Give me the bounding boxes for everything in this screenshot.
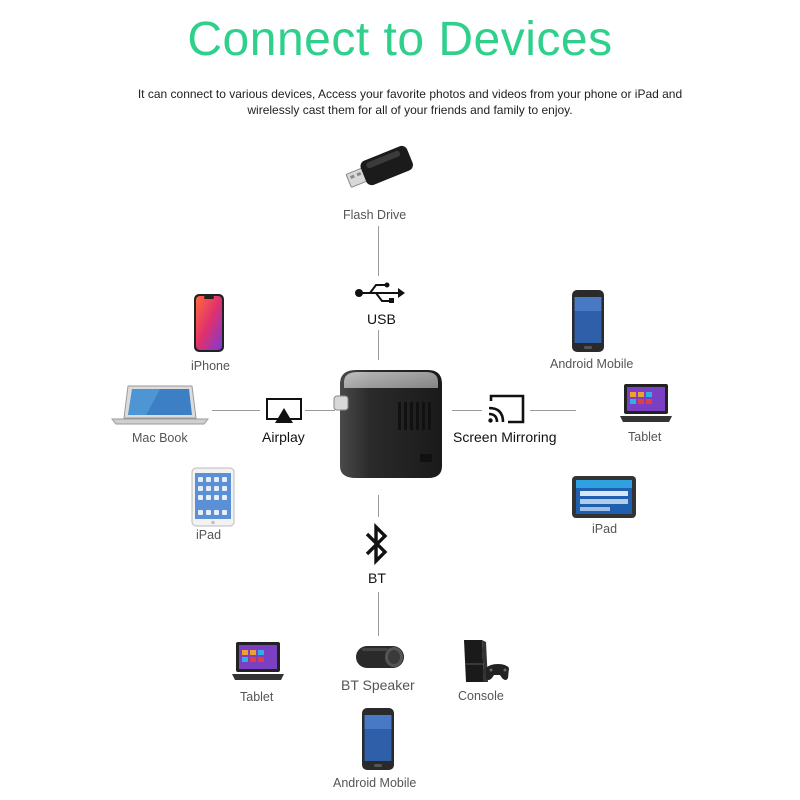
page-subtitle: It can connect to various devices, Acces… <box>120 86 700 118</box>
macbook-label: Mac Book <box>132 431 188 445</box>
usb-icon <box>354 282 406 304</box>
bt-speaker-label: BT Speaker <box>341 677 415 693</box>
subtitle-line-2: wirelessly cast them for all of your fri… <box>247 103 573 117</box>
connector-projector-mirroring <box>452 410 482 411</box>
connector-bt-speaker <box>378 592 379 636</box>
subtitle-line-1: It can connect to various devices, Acces… <box>137 87 683 101</box>
android-right-label: Android Mobile <box>550 357 634 371</box>
android-right-image <box>572 290 604 352</box>
flash-drive-image <box>340 140 416 196</box>
flash-drive-label: Flash Drive <box>343 208 407 222</box>
ipad-right-label: iPad <box>592 522 618 536</box>
console-image <box>460 638 510 688</box>
bt-speaker-image <box>356 644 404 670</box>
iphone-image <box>194 294 224 352</box>
connector-mirroring-tablet <box>530 410 576 411</box>
airplay-icon <box>266 398 302 426</box>
page-title: Connect to Devices <box>187 13 613 66</box>
usb-label: USB <box>367 311 396 327</box>
connector-usb-projector <box>378 330 379 360</box>
tablet-right-label: Tablet <box>628 430 662 444</box>
iphone-label: iPhone <box>191 359 230 373</box>
bluetooth-icon <box>363 522 391 566</box>
connector-flash-usb <box>378 226 379 276</box>
ipad-left-label: iPad <box>196 528 222 542</box>
tablet-bottom-label: Tablet <box>240 690 274 704</box>
ipad-left-image <box>191 467 235 527</box>
ipad-right-image <box>572 476 636 518</box>
console-label: Console <box>458 689 504 703</box>
tablet-right-image <box>620 384 672 426</box>
projector-image <box>330 362 452 484</box>
screen-mirroring-label: Screen Mirroring <box>453 429 557 445</box>
connector-airplay-projector <box>305 410 335 411</box>
bt-label: BT <box>368 570 386 586</box>
macbook-image <box>110 384 210 426</box>
android-bottom-label: Android Mobile <box>333 776 417 790</box>
airplay-label: Airplay <box>262 429 305 445</box>
connector-macbook-airplay <box>212 410 260 411</box>
tablet-bottom-image <box>232 642 284 684</box>
screen-mirroring-icon <box>486 393 526 425</box>
android-bottom-image <box>362 708 394 770</box>
connector-projector-bt <box>378 495 379 517</box>
